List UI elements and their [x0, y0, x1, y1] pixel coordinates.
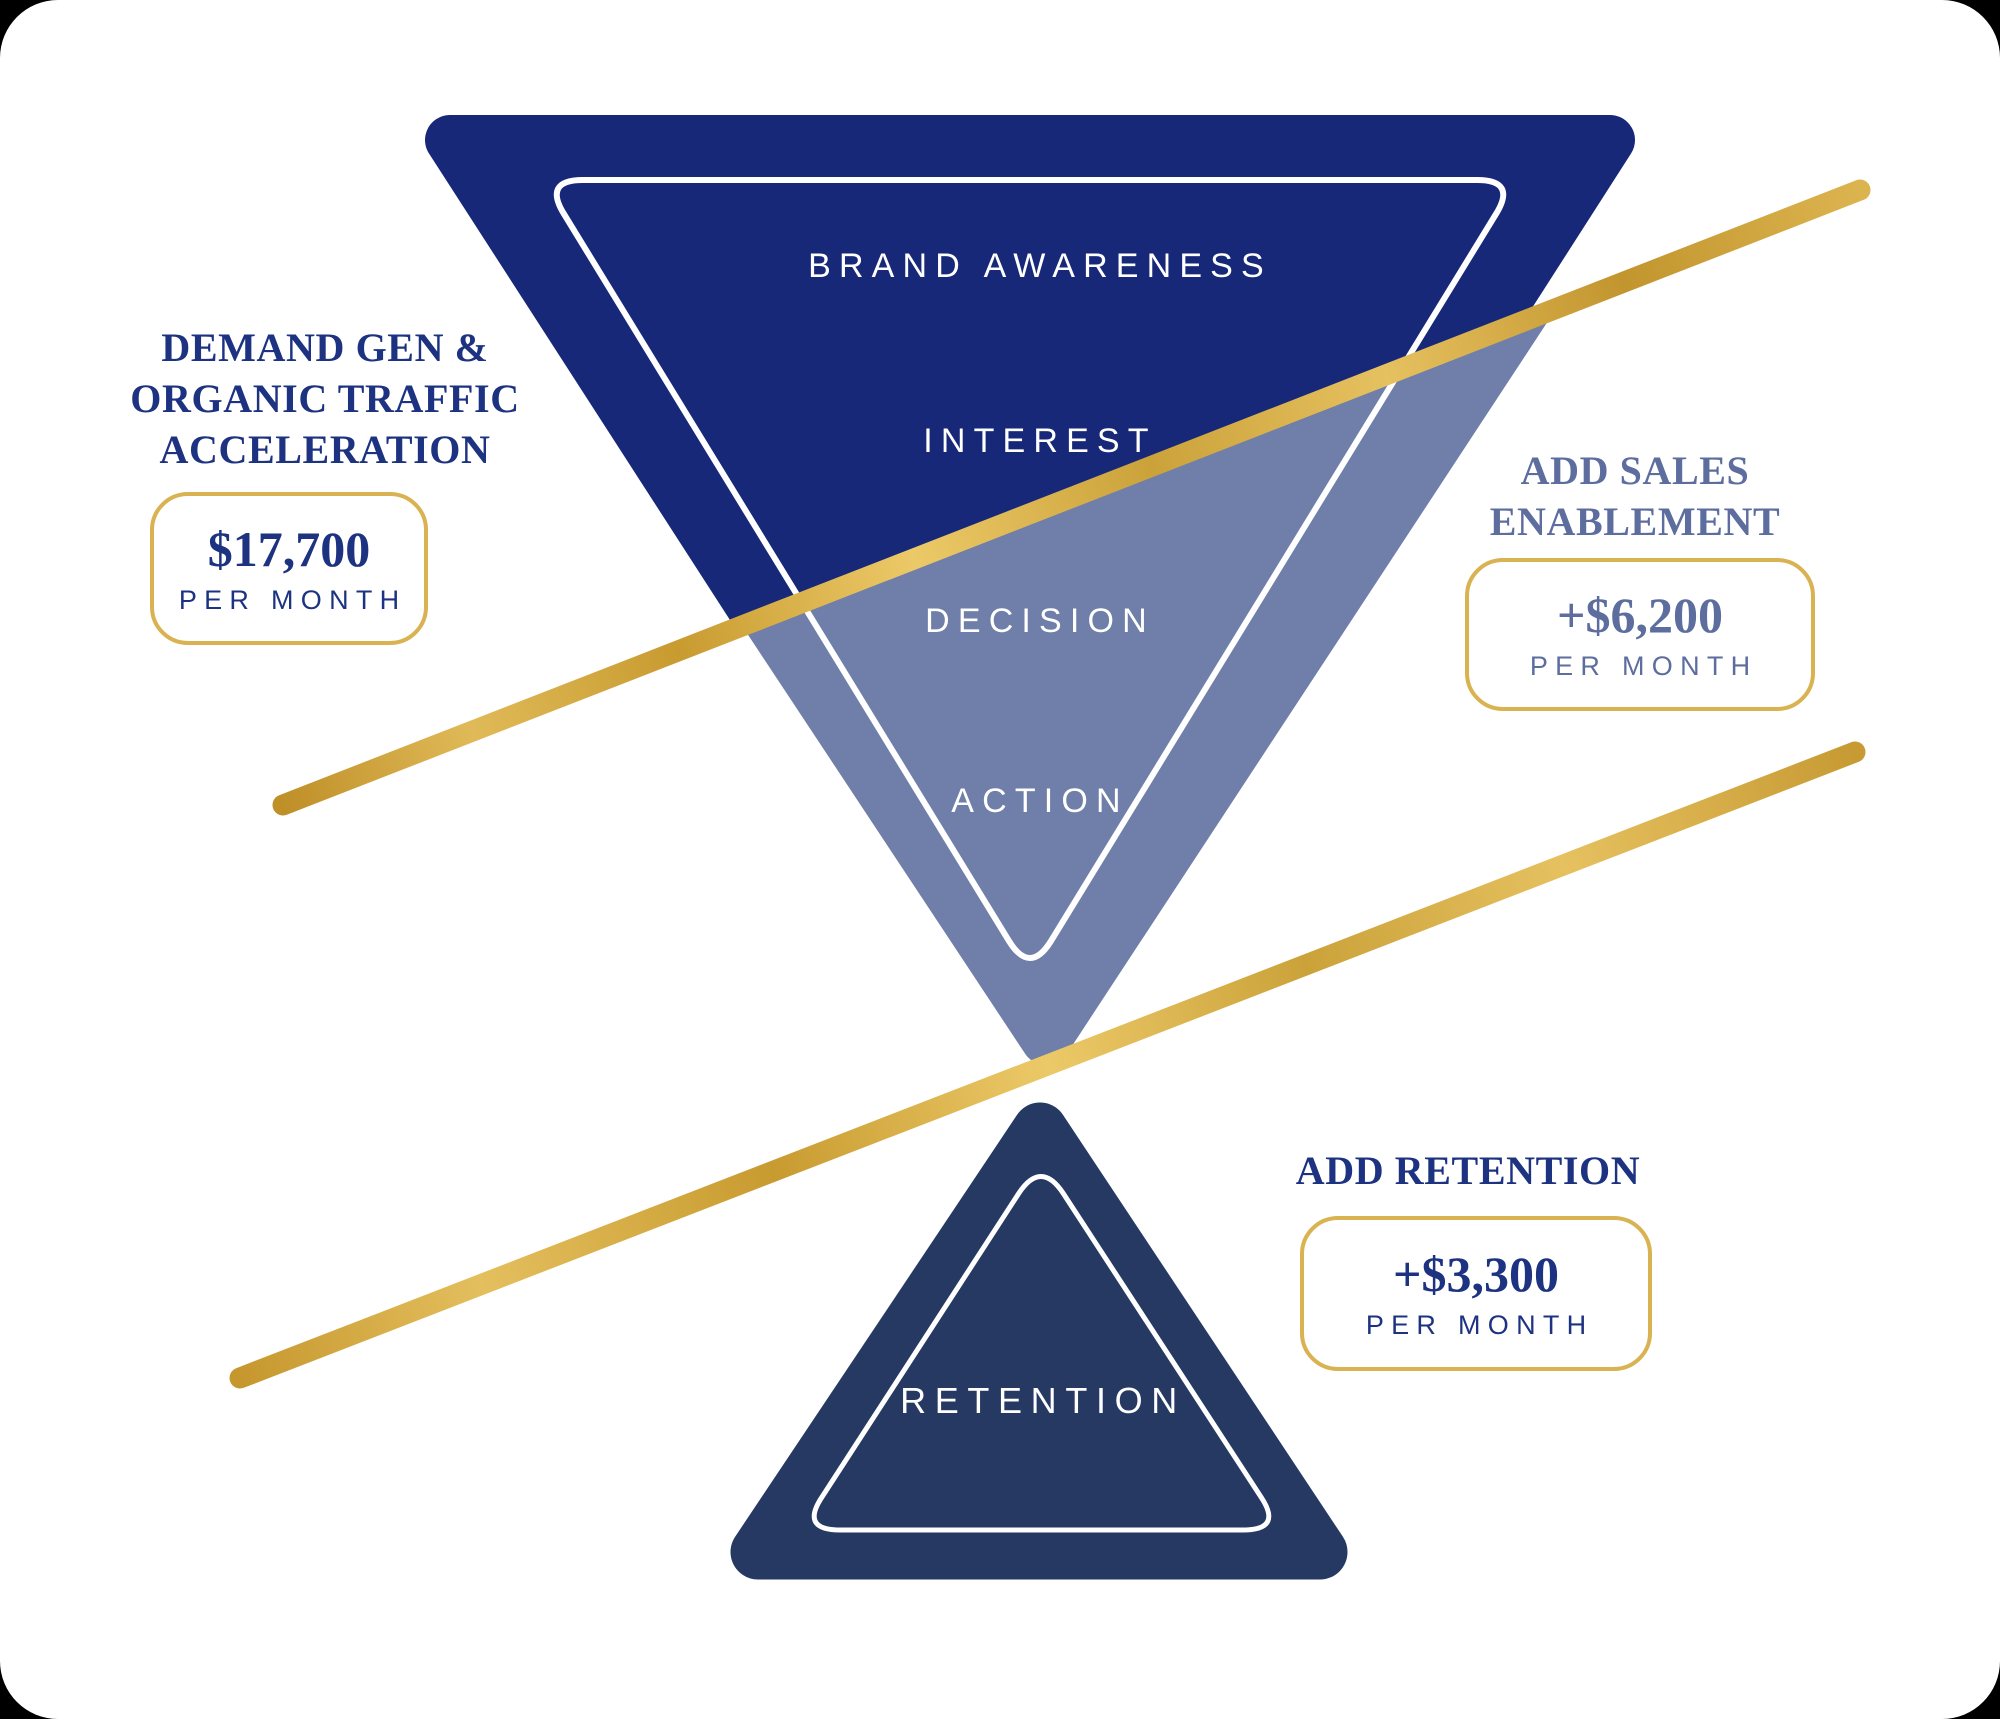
sales-enablement-cadence: PER MONTH — [1529, 651, 1758, 681]
demand-gen-price-box: $17,700 PER MONTH — [150, 492, 428, 645]
demand-gen-price: $17,700 — [207, 521, 371, 577]
sales-enablement-title: ADD SALES ENABLEMENT — [1405, 445, 1865, 547]
retention-triangle — [730, 1102, 1348, 1580]
demand-gen-cadence: PER MONTH — [178, 585, 407, 615]
demand-gen-title-line3: ACCELERATION — [159, 427, 491, 472]
retention-inner-outline — [811, 1174, 1272, 1533]
stage-label-decision: DECISION — [925, 602, 1155, 640]
demand-gen-title: DEMAND GEN & ORGANIC TRAFFIC ACCELERATIO… — [95, 322, 555, 475]
stage-label-action: ACTION — [951, 782, 1128, 820]
demand-gen-title-line1: DEMAND GEN & — [161, 325, 489, 370]
funnel-inner-outline — [553, 177, 1507, 961]
add-retention-price: +$3,300 — [1393, 1246, 1559, 1302]
add-retention-cadence: PER MONTH — [1365, 1310, 1594, 1340]
add-retention-title: ADD RETENTION — [1218, 1145, 1718, 1196]
sales-enablement-price-box: +$6,200 PER MONTH — [1465, 558, 1815, 711]
add-retention-title-line1: ADD RETENTION — [1295, 1148, 1641, 1193]
sales-enablement-title-line1: ADD SALES — [1520, 448, 1750, 493]
stage-label-interest: INTEREST — [923, 422, 1156, 460]
sales-enablement-title-line2: ENABLEMENT — [1489, 499, 1781, 544]
stage-label-retention: RETENTION — [900, 1380, 1186, 1421]
gold-ribbon-top — [272, 179, 1871, 816]
gold-ribbon-bottom — [229, 741, 1866, 1389]
demand-gen-title-line2: ORGANIC TRAFFIC — [130, 376, 520, 421]
add-retention-price-box: +$3,300 PER MONTH — [1300, 1216, 1652, 1371]
stage-label-brand-awareness: BRAND AWARENESS — [808, 247, 1272, 285]
sales-enablement-price: +$6,200 — [1557, 587, 1723, 643]
